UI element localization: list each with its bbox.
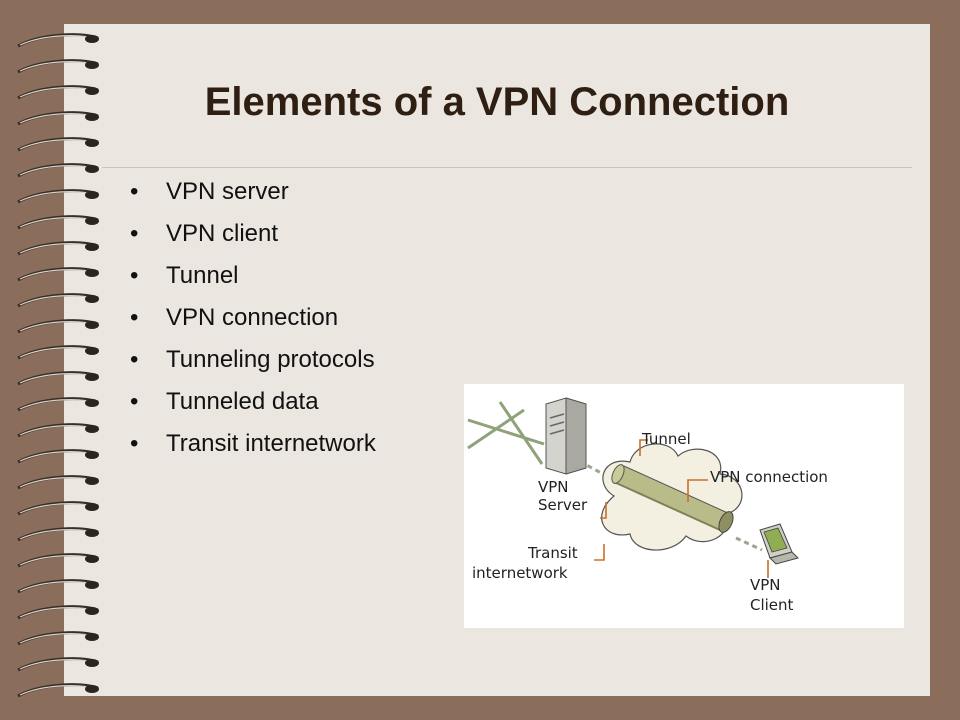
binding-ring-highlight bbox=[19, 529, 97, 540]
bullet-item: • VPN connection bbox=[130, 297, 376, 339]
binding-hole bbox=[85, 425, 99, 433]
bullet-text: Transit internetwork bbox=[166, 430, 376, 457]
bullet-item: • Transit internetwork bbox=[130, 423, 376, 465]
vpn-diagram: Tunnel VPN connection VPN Server Transit… bbox=[464, 384, 904, 628]
title-divider bbox=[102, 167, 912, 168]
binding-hole bbox=[85, 503, 99, 511]
callout-lines bbox=[594, 439, 769, 578]
binding-hole bbox=[85, 321, 99, 329]
binding-ring-highlight bbox=[19, 295, 97, 306]
binding-ring-highlight bbox=[19, 399, 97, 410]
binding-hole bbox=[85, 217, 99, 225]
binding-ring-highlight bbox=[19, 191, 97, 202]
bullet-icon: • bbox=[130, 220, 139, 247]
server-icon bbox=[545, 397, 587, 475]
laptop-icon bbox=[759, 523, 799, 565]
bullet-icon: • bbox=[130, 178, 139, 205]
bullet-icon: • bbox=[130, 388, 139, 415]
bullet-item: • Tunneling protocols bbox=[130, 339, 376, 381]
bullet-icon: • bbox=[130, 262, 139, 289]
bullet-item: • VPN server bbox=[130, 171, 376, 213]
binding-hole bbox=[85, 607, 99, 615]
bullet-text: VPN client bbox=[166, 220, 279, 247]
binding-hole bbox=[85, 633, 99, 641]
label-transit-line2: internetwork bbox=[472, 564, 568, 582]
bullet-icon: • bbox=[130, 304, 139, 331]
label-vpn-server-line2: Server bbox=[538, 496, 588, 514]
binding-hole bbox=[85, 243, 99, 251]
binding-hole bbox=[85, 347, 99, 355]
binding-ring-highlight bbox=[19, 581, 97, 592]
dashed-link bbox=[735, 536, 763, 552]
binding-hole bbox=[85, 685, 99, 693]
label-vpn-client-line2: Client bbox=[750, 596, 794, 614]
binding-hole bbox=[85, 659, 99, 667]
label-vpn-server-line1: VPN bbox=[538, 478, 569, 496]
binding-hole bbox=[85, 139, 99, 147]
bullet-text: Tunneling protocols bbox=[166, 346, 375, 373]
binding-hole bbox=[85, 581, 99, 589]
binding-ring-highlight bbox=[19, 321, 97, 332]
internetwork-lines-icon bbox=[467, 401, 545, 465]
label-vpn-client-line1: VPN bbox=[750, 576, 781, 594]
binding-hole bbox=[85, 61, 99, 69]
binding-hole bbox=[85, 35, 99, 43]
bullet-list: • VPN server • VPN client • Tunnel • VPN con… bbox=[130, 171, 376, 465]
bullet-text: VPN connection bbox=[166, 304, 339, 331]
binding-hole bbox=[85, 113, 99, 121]
binding-hole bbox=[85, 555, 99, 563]
binding-hole bbox=[85, 451, 99, 459]
binding-ring-highlight bbox=[19, 425, 97, 436]
binding-ring-highlight bbox=[19, 269, 97, 280]
binding-ring-highlight bbox=[19, 35, 97, 46]
binding-hole bbox=[85, 477, 99, 485]
binding-ring-highlight bbox=[19, 451, 97, 462]
binding-ring-highlight bbox=[19, 61, 97, 72]
bullet-icon: • bbox=[130, 346, 139, 373]
slide-title: Elements of a VPN Connection bbox=[204, 80, 790, 124]
binding-ring-highlight bbox=[19, 685, 97, 696]
binding-ring-highlight bbox=[19, 347, 97, 358]
binding-hole bbox=[85, 191, 99, 199]
binding-ring-highlight bbox=[19, 477, 97, 488]
bullet-text: VPN server bbox=[166, 178, 289, 205]
binding-hole bbox=[85, 529, 99, 537]
binding-hole bbox=[85, 165, 99, 173]
bullet-item: • VPN client bbox=[130, 213, 376, 255]
label-transit-line1: Transit bbox=[527, 544, 578, 562]
binding-ring-highlight bbox=[19, 503, 97, 514]
bullet-item: • Tunnel bbox=[130, 255, 376, 297]
binding-hole bbox=[85, 269, 99, 277]
binding-ring-highlight bbox=[19, 659, 97, 670]
bullet-text: Tunneled data bbox=[166, 388, 319, 415]
binding-ring-highlight bbox=[19, 217, 97, 228]
binding-hole bbox=[85, 295, 99, 303]
binding-hole bbox=[85, 399, 99, 407]
label-tunnel: Tunnel bbox=[641, 430, 691, 448]
binding-ring-highlight bbox=[19, 243, 97, 254]
binding-ring-highlight bbox=[19, 607, 97, 618]
binding-hole bbox=[85, 87, 99, 95]
binding-ring-highlight bbox=[19, 165, 97, 176]
binding-ring-highlight bbox=[19, 633, 97, 644]
binding-hole bbox=[85, 373, 99, 381]
binding-ring-highlight bbox=[19, 555, 97, 566]
bullet-icon: • bbox=[130, 430, 139, 457]
tunnel-pipe-icon bbox=[611, 464, 734, 533]
binding-ring-highlight bbox=[19, 139, 97, 150]
bullet-text: Tunnel bbox=[166, 262, 239, 289]
label-vpn-connection: VPN connection bbox=[710, 468, 828, 486]
bullet-item: • Tunneled data bbox=[130, 381, 376, 423]
binding-ring-highlight bbox=[19, 373, 97, 384]
spiral-binding bbox=[17, 33, 99, 698]
